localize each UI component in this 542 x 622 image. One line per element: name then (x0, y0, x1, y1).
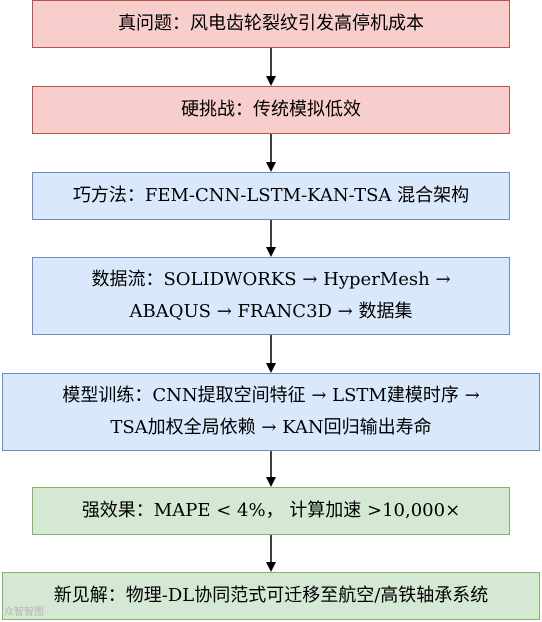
watermark: 众智智图 (4, 607, 44, 618)
problem-box: 真问题：风电齿轮裂纹引发高停机成本 (32, 0, 510, 48)
result-text: 强效果：MAPE < 4%， 计算加速 >10,000× (81, 500, 461, 521)
training-box: 模型训练：CNN提取空间特征 → LSTM建模时序 → TSA加权全局依赖 → … (2, 373, 540, 451)
dataflow-box: 数据流：SOLIDWORKS → HyperMesh → ABAQUS → FR… (32, 257, 510, 335)
training-text-line1: 模型训练：CNN提取空间特征 → LSTM建模时序 → (62, 385, 480, 406)
training-text-line2: TSA加权全局依赖 → KAN回归输出寿命 (110, 417, 432, 438)
insight-text: 新见解：物理-DL协同范式可迁移至航空/高铁轴承系统 (53, 585, 489, 606)
insight-box: 新见解：物理-DL协同范式可迁移至航空/高铁轴承系统 (2, 572, 540, 620)
result-box: 强效果：MAPE < 4%， 计算加速 >10,000× (32, 487, 510, 535)
method-box: 巧方法：FEM-CNN-LSTM-KAN-TSA 混合架构 (32, 172, 510, 220)
dataflow-text-line1: 数据流：SOLIDWORKS → HyperMesh → (91, 269, 451, 290)
problem-text: 真问题：风电齿轮裂纹引发高停机成本 (118, 13, 424, 34)
method-text: 巧方法：FEM-CNN-LSTM-KAN-TSA 混合架构 (72, 185, 470, 206)
challenge-text: 硬挑战：传统模拟低效 (181, 99, 361, 120)
dataflow-text-line2: ABAQUS → FRANC3D → 数据集 (129, 301, 413, 322)
challenge-box: 硬挑战：传统模拟低效 (32, 86, 510, 134)
